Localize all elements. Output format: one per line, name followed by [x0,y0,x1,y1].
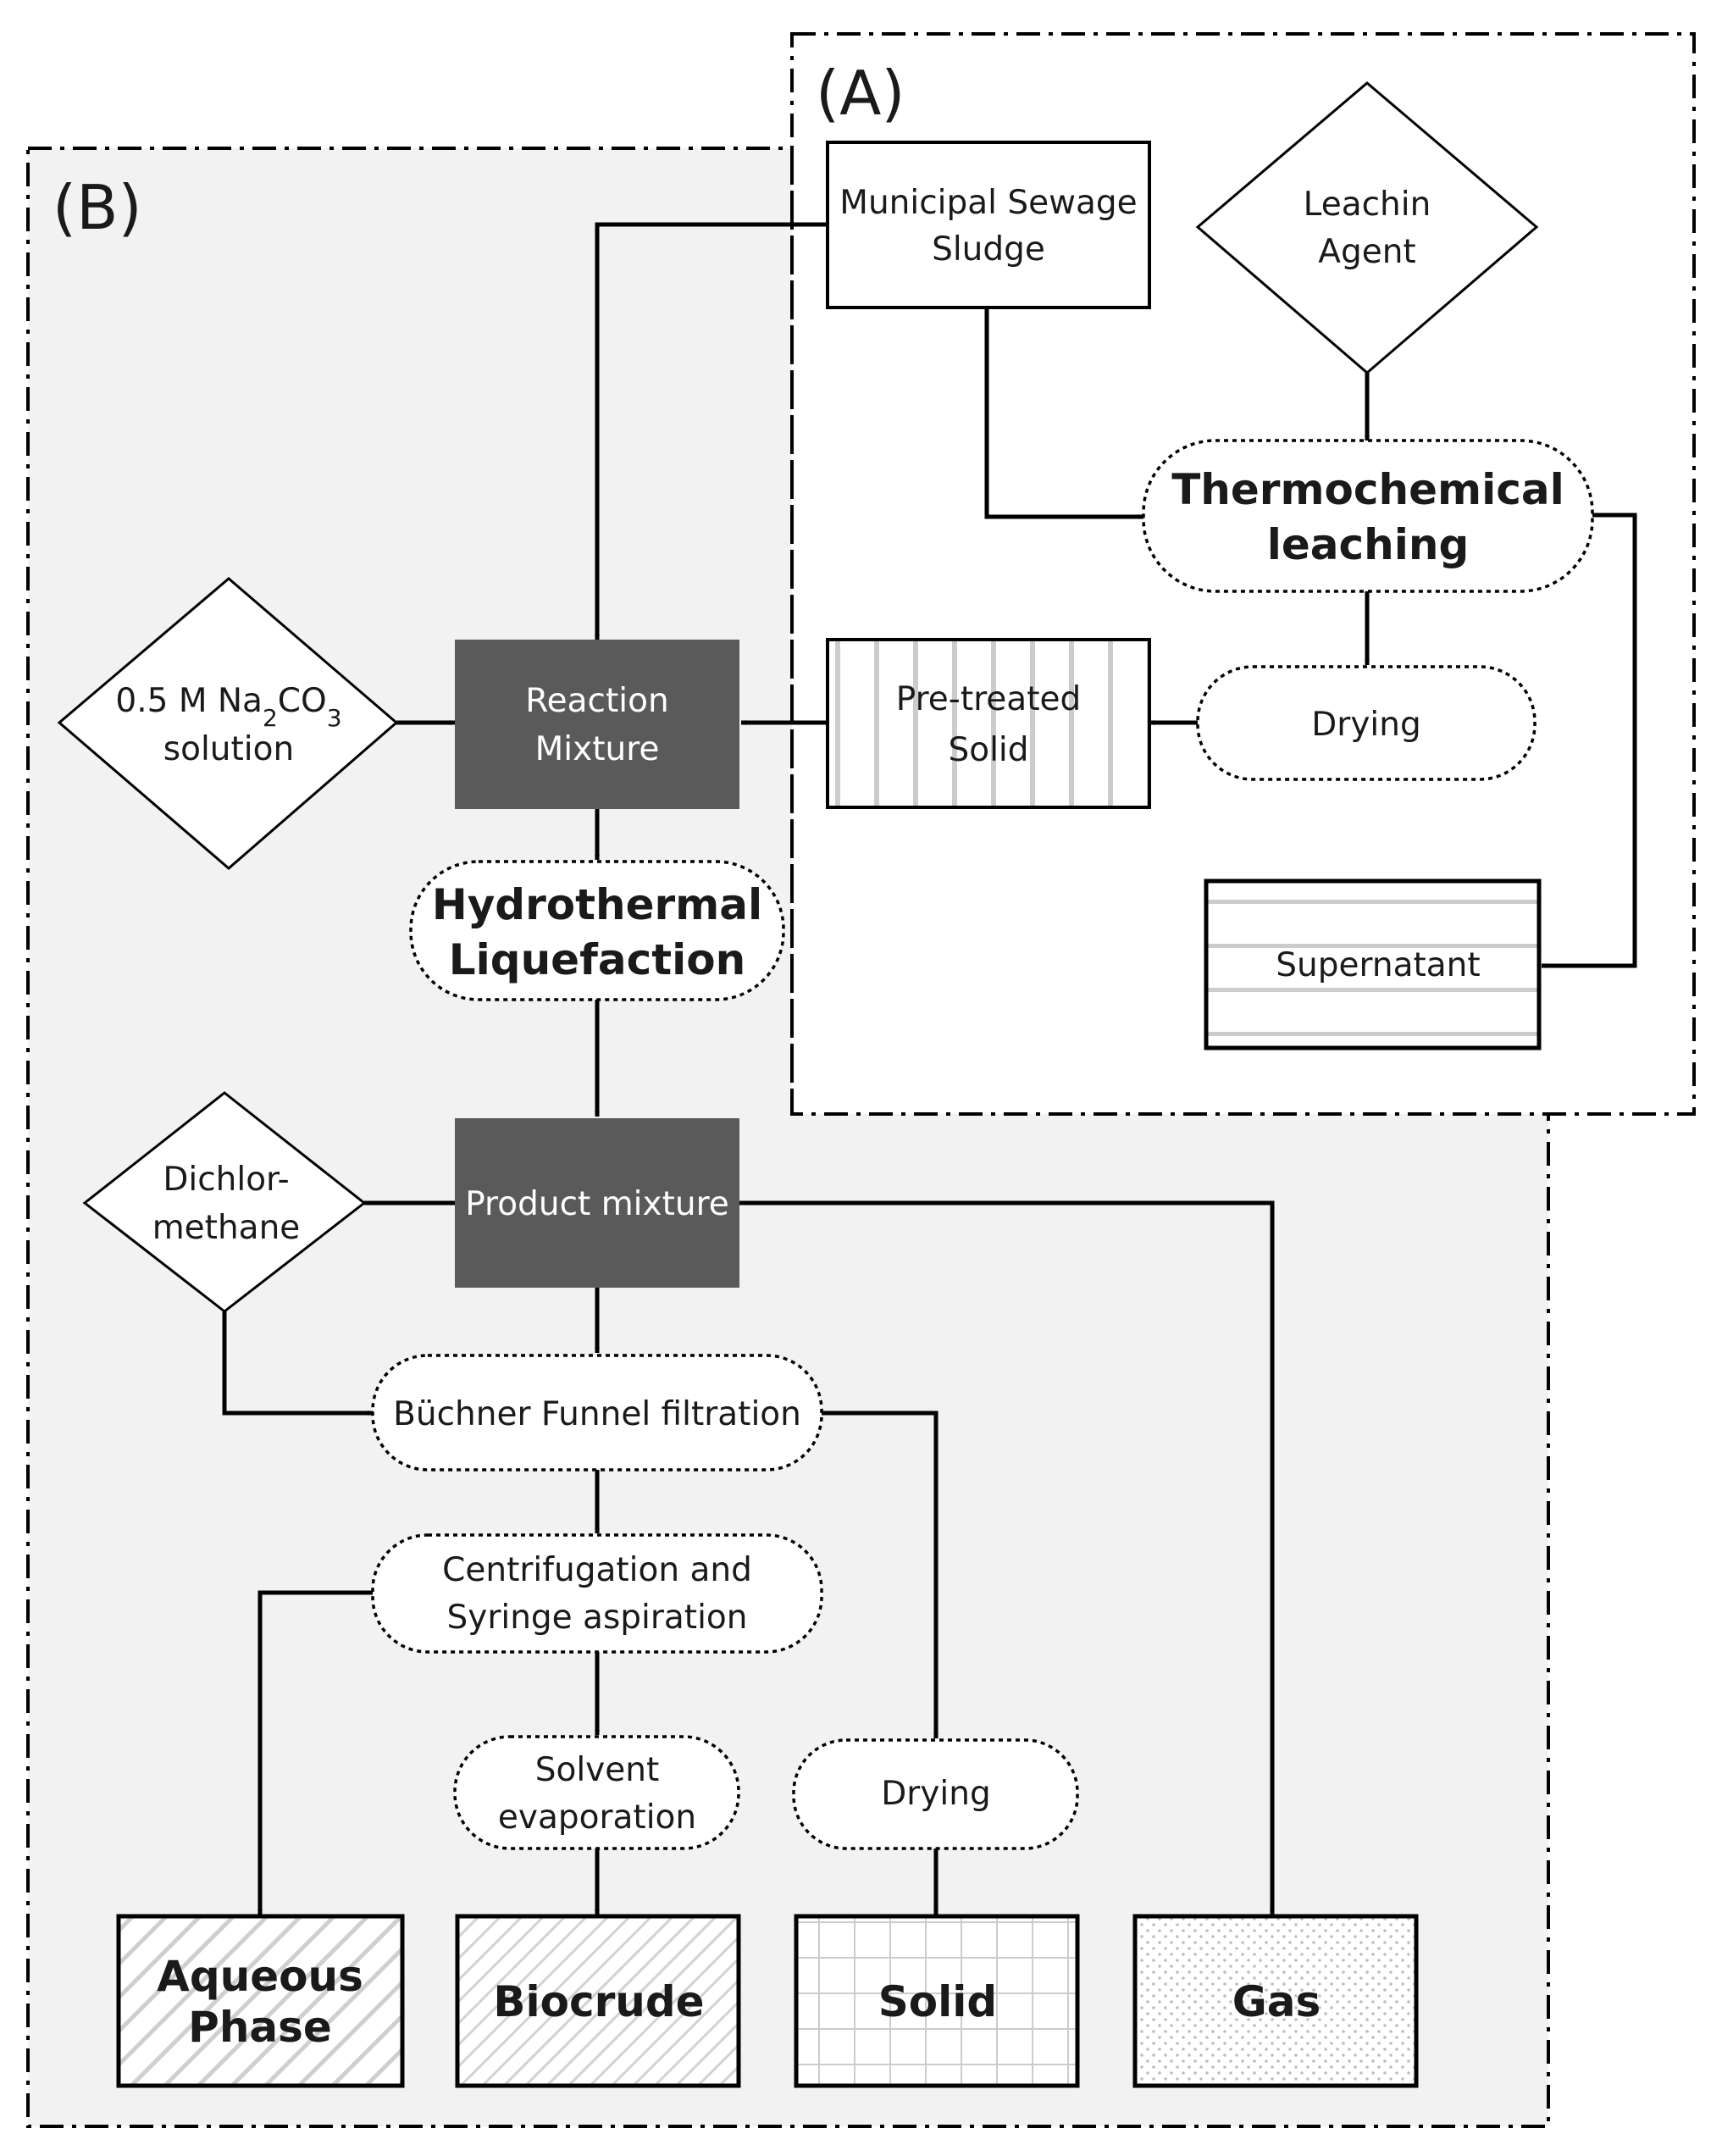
edge-dcm-to-buchner [222,1311,373,1416]
svg-text:Pre-treated: Pre-treated [896,680,1081,718]
edge-buchner-to-drying [822,1411,939,1738]
node-gas: Gas [1132,1914,1419,2088]
svg-text:Drying: Drying [881,1775,990,1813]
node-supernatant: Supernatant [1204,878,1542,1050]
svg-text:evaporation: evaporation [498,1799,696,1837]
svg-text:Solid: Solid [878,1977,997,2026]
svg-text:Thermochemical: Thermochemical [1171,465,1564,514]
node-solvent-evaporation: Solvent evaporation [453,1735,740,1850]
panel-a-label: (A) [816,58,905,129]
svg-text:Solid: Solid [948,731,1028,769]
svg-text:Mixture: Mixture [535,730,660,768]
node-buchner-filtration: Büchner Funnel filtration [371,1354,823,1472]
edge-product-to-gas [739,1200,1275,1915]
svg-text:Biocrude: Biocrude [493,1977,704,2026]
svg-text:Sludge: Sludge [932,230,1045,269]
svg-text:Leachin: Leachin [1304,186,1431,224]
svg-text:Reaction: Reaction [525,682,668,720]
node-centrifugation: Centrifugation and Syringe aspiration [371,1533,823,1654]
node-na2co3-solution: 0.5 M Na2CO3 solution [57,577,399,870]
edge-centrifugation-to-aqueous [257,1590,373,1915]
svg-text:Municipal Sewage: Municipal Sewage [839,184,1137,222]
node-drying-b: Drying [792,1738,1079,1850]
svg-text:Product mixture: Product mixture [465,1185,729,1223]
edge-leaching-to-supernatant [1542,513,1637,968]
node-aqueous-phase: Aqueous Phase [116,1914,405,2088]
node-hydrothermal-liquefaction: Hydrothermal Liquefaction [409,860,785,1001]
svg-text:Supernatant: Supernatant [1276,946,1480,984]
node-municipal-sludge: Municipal Sewage Sludge [826,141,1151,309]
node-leaching-agent: Leachin Agent [1195,81,1539,374]
svg-text:Drying: Drying [1311,706,1420,744]
edge-sludge-to-leaching [984,309,1143,519]
svg-text:Solvent: Solvent [535,1751,660,1789]
svg-text:Liquefaction: Liquefaction [449,935,745,984]
edge-sludge-to-reaction [595,222,828,640]
node-reaction-mixture: Reaction Mixture [455,640,739,809]
node-pretreated-solid: Pre-treated Solid [826,638,1151,809]
node-drying-a: Drying [1196,665,1537,781]
panel-b-label: (B) [53,172,142,243]
svg-text:methane: methane [152,1209,301,1247]
svg-text:leaching: leaching [1267,520,1470,569]
svg-text:Aqueous: Aqueous [157,1952,363,2001]
svg-text:solution: solution [163,730,294,768]
svg-text:Phase: Phase [188,2003,332,2052]
svg-text:Syringe aspiration: Syringe aspiration [446,1599,747,1637]
panel-a [790,32,1696,1116]
svg-text:Büchner Funnel filtration: Büchner Funnel filtration [393,1395,801,1433]
svg-text:Agent: Agent [1318,233,1415,271]
svg-text:Dichlor-: Dichlor- [163,1161,289,1199]
svg-text:Hydrothermal: Hydrothermal [432,880,762,929]
node-biocrude: Biocrude [455,1914,741,2088]
svg-text:Centrifugation and: Centrifugation and [442,1551,752,1589]
node-product-mixture: Product mixture [455,1118,739,1288]
svg-text:Gas: Gas [1232,1977,1321,2026]
svg-text:0.5 M Na2CO3: 0.5 M Na2CO3 [115,682,341,732]
node-solid: Solid [794,1914,1080,2088]
node-thermochemical-leaching: Thermochemical leaching [1142,439,1594,593]
node-dichloromethane: Dichlor- methane [82,1091,367,1313]
